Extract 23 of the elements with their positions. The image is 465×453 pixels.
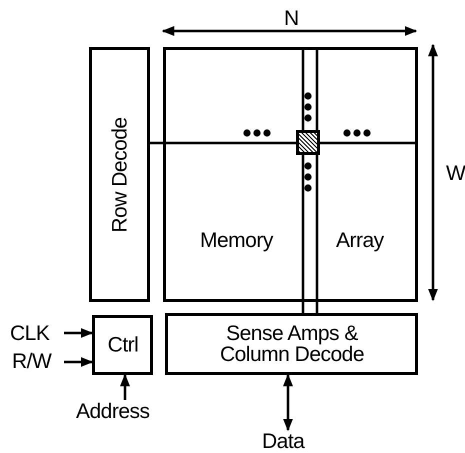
- control-block: [92, 315, 153, 375]
- arrow: [64, 357, 94, 367]
- signal-label: Data: [262, 430, 316, 453]
- array-label: Array: [336, 230, 384, 251]
- signal-label: R/W: [12, 351, 64, 373]
- block-label: Row Decode: [109, 116, 130, 232]
- double-arrow: [283, 374, 293, 432]
- sense-amp-block: [165, 313, 418, 375]
- row-decoder-block: [89, 47, 150, 302]
- signal-line: [302, 155, 304, 313]
- signal-label: CLK: [10, 323, 64, 345]
- memory-label: Memory: [200, 230, 273, 251]
- memory-array-block: [163, 47, 418, 302]
- block-label: Sense Amps & Column Decode: [218, 323, 366, 365]
- memory-cell: [296, 130, 320, 155]
- signal-label: Address: [76, 400, 174, 424]
- dimension-label: W: [446, 163, 465, 184]
- signal-line: [316, 155, 318, 313]
- dimension-label: N: [284, 8, 299, 29]
- signal-line: [150, 142, 296, 144]
- block-label: Ctrl: [106, 334, 140, 356]
- arrow: [120, 374, 130, 400]
- arrow: [64, 328, 94, 338]
